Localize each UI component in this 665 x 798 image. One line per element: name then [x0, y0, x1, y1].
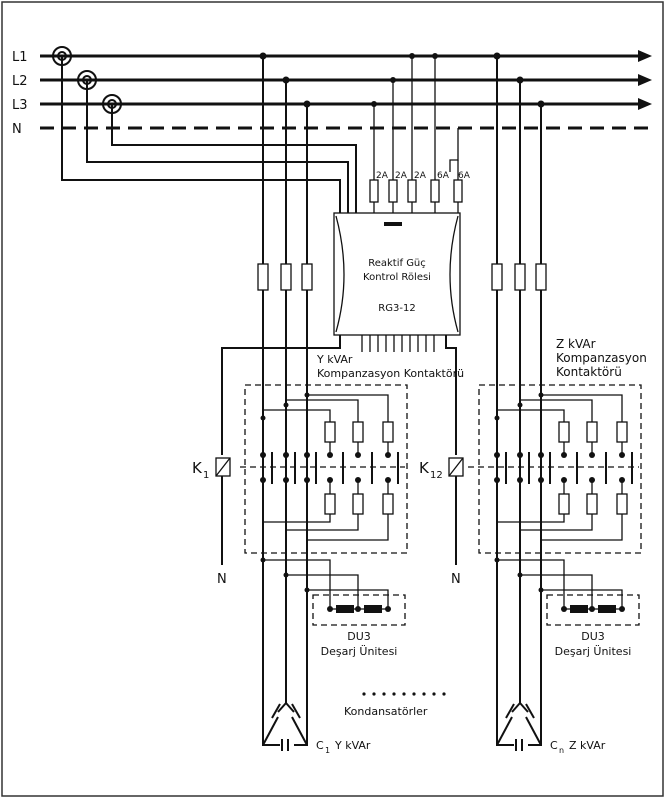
coil-k12-sub: 12	[430, 470, 443, 481]
label-n: N	[12, 122, 22, 137]
left-contactor-title-2: Kompanzasyon Kontaktörü	[317, 367, 464, 380]
label-l2: L2	[12, 74, 28, 89]
left-capacitor-bank	[262, 560, 308, 751]
coil-k1	[215, 457, 231, 565]
fuse-label-5: 6A	[458, 171, 471, 181]
coil-wire-k12	[445, 335, 457, 455]
right-neutral-label: N	[451, 572, 461, 587]
relay-model: RG3-12	[378, 303, 415, 314]
coil-k12	[448, 457, 464, 565]
fuse-label-2: 2A	[395, 171, 408, 181]
left-cap-label: C	[316, 739, 324, 752]
right-phase-conductors	[491, 52, 547, 590]
left-phase-conductors	[257, 52, 313, 590]
right-capacitor-bank	[496, 560, 542, 751]
left-fuse-1	[257, 263, 269, 291]
label-l3: L3	[12, 98, 28, 113]
coil-k1-sub: 1	[203, 470, 209, 481]
right-cap-sub: n	[559, 746, 564, 755]
bus-l1	[40, 50, 652, 62]
fuse-label-3: 2A	[414, 171, 427, 181]
bus-l2	[40, 74, 652, 86]
left-contactor-title-1: Y kVAr	[316, 353, 353, 366]
ct-wiring	[61, 56, 357, 215]
reactive-power-relay	[333, 212, 461, 352]
bus-l3	[40, 98, 652, 110]
capacitors-note: Kondansatörler	[344, 705, 428, 718]
relay-title-2: Kontrol Rölesi	[363, 272, 431, 283]
fuse-2	[388, 179, 398, 203]
left-cap-sub: 1	[325, 746, 330, 755]
right-contactor-title-1: Z kVAr	[556, 337, 596, 351]
right-fuse-1	[491, 263, 503, 291]
omitted-steps-dots	[362, 692, 446, 696]
left-fuse-3	[301, 263, 313, 291]
fuse-label-1: 2A	[376, 171, 389, 181]
left-contactor-frame	[244, 384, 408, 554]
right-fuse-2	[514, 263, 526, 291]
relay-fuses	[369, 160, 463, 215]
left-contactor-internals	[240, 392, 405, 541]
relay-supply-taps	[371, 53, 459, 172]
left-cap-value: Y kVAr	[334, 739, 371, 752]
right-discharge-unit	[494, 557, 640, 626]
right-contactor-title-3: Kontaktörü	[556, 365, 622, 379]
right-contactor-internals	[468, 392, 639, 541]
right-contactor-frame	[478, 384, 642, 554]
fuse-4	[430, 179, 440, 203]
fuse-label-4: 6A	[437, 171, 450, 181]
left-discharge-unit	[260, 557, 406, 626]
fuse-1	[369, 179, 379, 203]
relay-output-pins	[361, 335, 435, 352]
left-fuse-2	[280, 263, 292, 291]
right-cap-value: Z kVAr	[569, 739, 606, 752]
right-contactor-title-2: Kompanzasyon	[556, 351, 647, 365]
left-neutral-label: N	[217, 572, 227, 587]
right-du-sub: Deşarj Ünitesi	[555, 645, 632, 658]
right-cap-label: C	[550, 739, 558, 752]
coil-k1-label: K	[192, 459, 203, 477]
fuse-5	[453, 179, 463, 203]
left-du-sub: Deşarj Ünitesi	[321, 645, 398, 658]
right-fuse-3	[535, 263, 547, 291]
left-du-title: DU3	[347, 630, 371, 643]
relay-logo	[384, 222, 402, 226]
relay-title-1: Reaktif Güç	[368, 258, 426, 269]
label-l1: L1	[12, 50, 28, 65]
coil-k12-label: K	[419, 459, 430, 477]
coil-wire-k1	[221, 335, 341, 455]
right-du-title: DU3	[581, 630, 605, 643]
fuse-3	[407, 179, 417, 203]
